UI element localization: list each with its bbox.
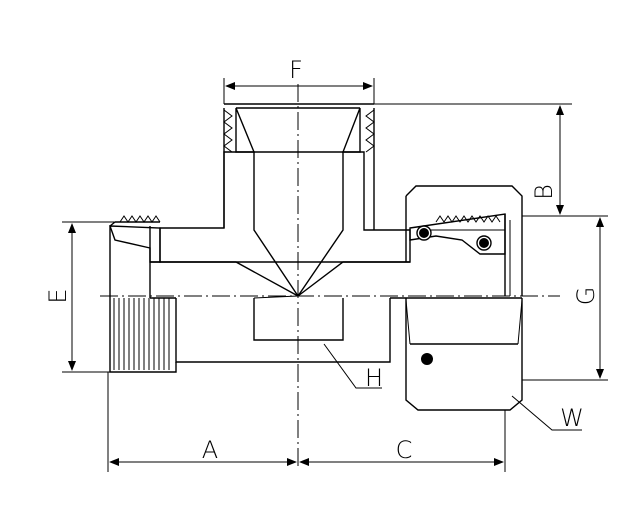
label-b: B — [530, 184, 558, 200]
dimension-e: E — [44, 221, 115, 373]
label-e: E — [44, 288, 72, 303]
swivel-nut — [390, 185, 523, 411]
main-body — [149, 261, 410, 363]
body-section-hatched — [108, 107, 506, 297]
dimension-c: C — [299, 410, 506, 472]
leader-h: H — [323, 343, 383, 392]
label-h: H — [365, 364, 383, 392]
left-end-threaded — [109, 215, 177, 373]
label-c: C — [396, 436, 413, 464]
leader-w: W — [511, 395, 584, 432]
dimension-g: G — [522, 215, 608, 381]
dimension-a: A — [107, 372, 297, 472]
label-w: W — [560, 404, 584, 432]
label-f: F — [289, 56, 303, 84]
dimension-f: F — [223, 56, 375, 104]
top-branch — [223, 103, 375, 230]
o-ring-lower — [421, 353, 433, 365]
label-g: G — [572, 287, 600, 306]
label-a: A — [202, 436, 218, 464]
dimension-b: B — [374, 103, 572, 217]
